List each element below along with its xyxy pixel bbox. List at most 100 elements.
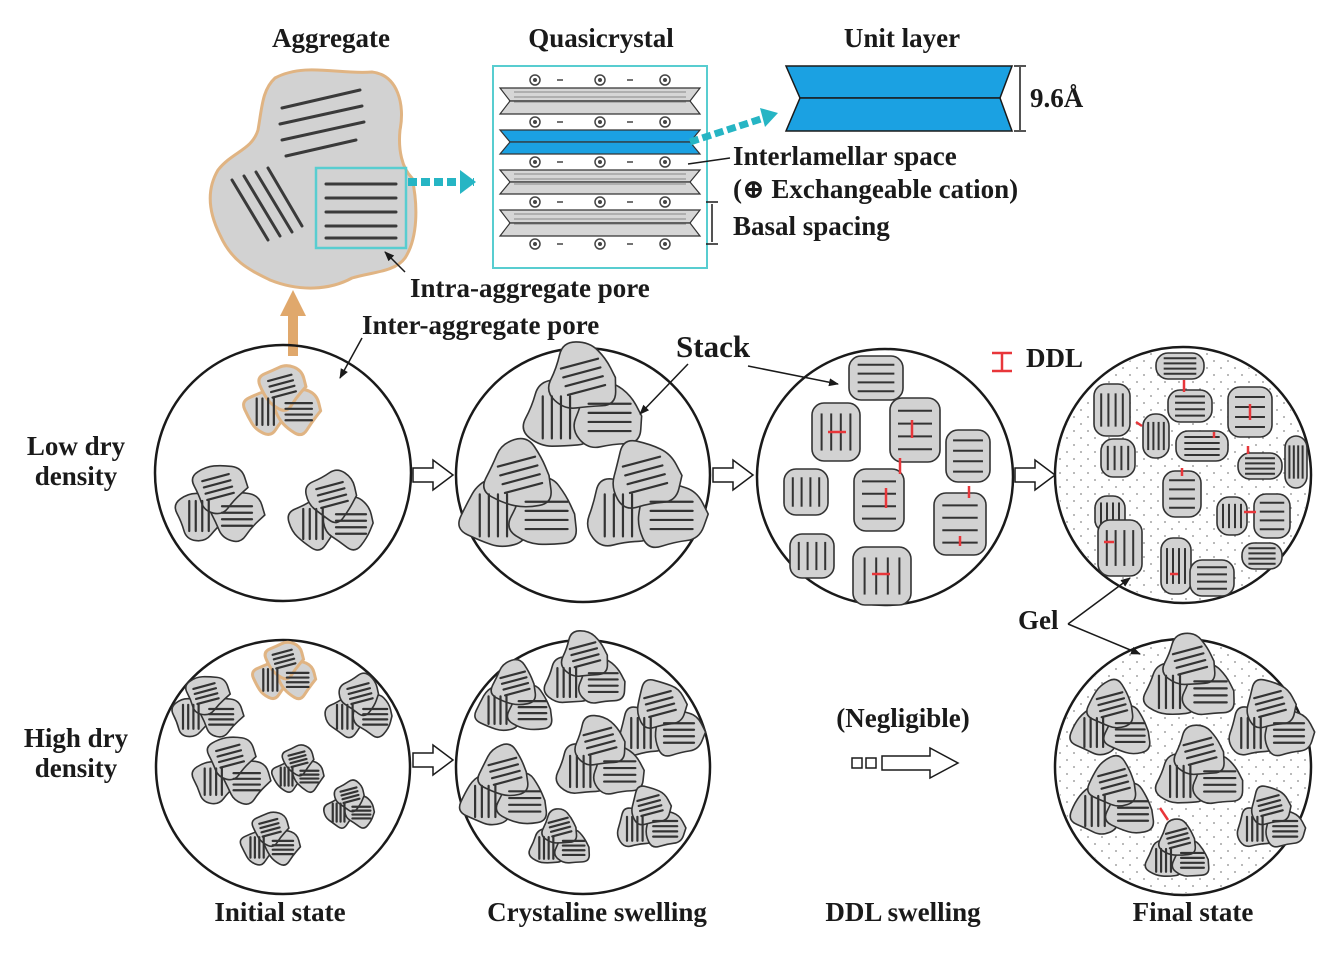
stack <box>1175 430 1229 462</box>
quasicrystal-selection <box>314 166 408 250</box>
aggregate <box>547 341 617 409</box>
clay-lamellae <box>1253 689 1287 719</box>
silicate-sheet <box>498 222 702 237</box>
silicate-sheet <box>498 141 702 155</box>
clay-lamellae <box>559 357 607 397</box>
flow-arrow <box>712 458 755 492</box>
clay-lamellae <box>1272 819 1299 838</box>
ddl-bar <box>1158 807 1170 821</box>
clay-lamellae <box>1157 674 1182 710</box>
aggregate-zoom-arrow <box>280 290 306 356</box>
clay-lamellae <box>603 493 634 538</box>
clay-lamellae <box>652 819 679 838</box>
clay-lamellae <box>181 703 200 730</box>
clay-lamellae <box>649 500 694 531</box>
clay-lamellae <box>192 682 220 706</box>
row-label-low: Low dry density <box>26 431 126 491</box>
clay-lamellae <box>271 648 297 670</box>
unit-layer-title: Unit layer <box>843 23 961 53</box>
clay-lamellae <box>630 716 652 750</box>
clay-lamellae <box>315 480 349 510</box>
stack <box>1284 435 1308 489</box>
stack <box>1216 496 1248 536</box>
clay-lamellae <box>362 707 389 726</box>
clay-lamellae <box>201 472 235 502</box>
quasicrystal-illustration <box>492 65 778 269</box>
stack <box>1097 519 1143 577</box>
basal-spacing-label: Basal spacing <box>733 211 890 241</box>
stack <box>1142 413 1170 459</box>
clay-lamellae <box>1084 794 1106 828</box>
stack <box>789 533 835 579</box>
clay-lamellae <box>232 771 262 792</box>
clay-lamellae <box>1083 717 1105 749</box>
flow-arrow <box>1014 458 1057 492</box>
clay-lamellae <box>1203 770 1237 793</box>
clay-lamellae <box>1256 794 1284 818</box>
clay-lamellae <box>279 766 294 787</box>
layer-thickness: 9.6Å <box>1030 83 1084 113</box>
stack <box>889 397 941 463</box>
clay-lamellae <box>285 671 310 689</box>
clay-lamellae <box>266 373 298 399</box>
clay-lamellae <box>541 395 572 440</box>
aggregate-title: Aggregate <box>272 23 390 53</box>
stack <box>1167 389 1213 423</box>
clay-lamellae <box>262 668 279 692</box>
clay-lamellae <box>487 756 523 786</box>
stack <box>1237 452 1283 480</box>
stack-label: Stack <box>676 329 751 364</box>
clay-lamellae <box>208 707 235 726</box>
clay-lamellae <box>524 500 569 531</box>
silicate-sheet <box>498 100 702 115</box>
clay-lamellae <box>220 505 254 527</box>
clay-lamellae <box>662 722 696 744</box>
aggregate <box>574 714 626 766</box>
clay-lamellae <box>636 794 664 818</box>
stack <box>1160 537 1192 595</box>
stack <box>945 429 991 483</box>
aggregate <box>490 658 537 706</box>
stack <box>1189 559 1235 597</box>
aggregate <box>612 439 683 509</box>
clay-lamellae <box>284 402 314 422</box>
aggregate <box>477 743 529 797</box>
clay-lamellae <box>1095 691 1129 719</box>
clay-lamellae <box>568 641 602 669</box>
clay-lamellae <box>643 689 677 719</box>
quasicrystal-title: Quasicrystal <box>528 23 674 53</box>
clay-lamellae <box>517 700 548 721</box>
negligible-label: (Negligible) <box>836 703 970 733</box>
stage-label-final: Final state <box>1132 897 1254 927</box>
clay-lamellae <box>255 397 275 426</box>
clay-lamellae <box>203 767 223 796</box>
clay-lamellae <box>547 816 573 838</box>
sample-circle <box>154 638 412 896</box>
clay-lamellae <box>625 815 644 842</box>
clay-lamellae <box>335 703 354 730</box>
stage-label-crystalline: Crystaline swelling <box>487 897 707 927</box>
zoom-arrow-head <box>460 170 476 194</box>
clay-lamellae <box>302 507 324 541</box>
clay-lamellae <box>1171 645 1209 676</box>
aggregate <box>560 630 609 678</box>
silicate-sheet <box>498 87 702 102</box>
ddl-bar <box>1135 420 1143 428</box>
row-label-high: High dry density <box>23 723 129 783</box>
clay-lamellae <box>487 695 508 726</box>
clay-lamellae <box>508 790 542 813</box>
stack <box>1253 493 1291 539</box>
clay-lamellae <box>496 455 544 495</box>
ddl-legend-marker <box>992 351 1012 373</box>
silicate-sheet <box>498 129 702 143</box>
clay-lamellae <box>561 839 586 857</box>
clay-lamellae <box>1245 815 1264 842</box>
clay-lamellae <box>1116 800 1150 822</box>
inter-aggregate-pore-label: Inter-aggregate pore <box>362 310 600 340</box>
clay-lamellae <box>587 672 619 694</box>
interlamellar-space-label: Interlamellar space <box>733 141 957 171</box>
clay-lamellae <box>331 802 346 823</box>
clay-lamellae <box>1240 716 1262 750</box>
